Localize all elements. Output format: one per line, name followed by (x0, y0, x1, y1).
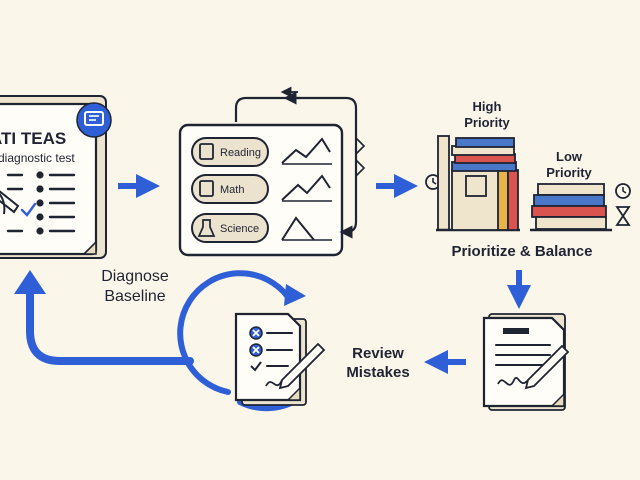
subjects-panel: Reading Math Science (178, 123, 344, 257)
correct-answer-icon (250, 361, 262, 372)
subject-label: Reading (220, 147, 261, 159)
priority-stacks: High Priority Low Priority (425, 99, 631, 260)
pencil-hand-icon (0, 190, 20, 215)
wrong-answer-icon (249, 326, 263, 340)
feedback-loop-arrow (234, 86, 366, 239)
subject-row-math: Math (191, 174, 332, 204)
pen-icon (278, 342, 326, 390)
subject-label: Math (220, 184, 244, 196)
signature-squiggle (497, 377, 529, 386)
checklist-lines (6, 171, 76, 235)
subject-label: Science (220, 223, 259, 235)
subject-row-reading: Reading (191, 137, 332, 167)
diagnose-label-line1: Diagnose (101, 268, 169, 285)
high-priority-book-stack (451, 137, 519, 231)
return-arrow-review-to-diagnose (14, 270, 194, 365)
prioritize-label: Prioritize & Balance (452, 243, 593, 260)
high-priority-label-line2: Priority (464, 115, 510, 130)
timer-icon (615, 183, 631, 199)
trend-chart-icon (281, 174, 331, 201)
subject-row-science: Science (191, 213, 332, 243)
diagnose-label-line2: Baseline (104, 288, 165, 305)
low-priority-label-line1: Low (556, 149, 583, 164)
low-priority-label-line2: Priority (546, 165, 592, 180)
high-priority-label-line1: High (473, 99, 502, 114)
review-label-line1: Review (352, 345, 404, 362)
wrong-answer-icon (249, 343, 263, 357)
card-subtitle: diagnostic test (0, 151, 75, 165)
pen-icon (524, 344, 570, 390)
message-badge-icon (76, 102, 112, 138)
graded-test-document (234, 312, 326, 406)
diagnostic-test-card: ATI TEAS diagnostic test (0, 95, 112, 259)
check-mark-icon (20, 202, 37, 217)
hourglass-icon (615, 206, 631, 226)
calculator-icon (199, 180, 214, 197)
flask-icon (197, 219, 216, 237)
review-label-line2: Mistakes (346, 364, 409, 381)
trend-chart-icon (281, 216, 315, 241)
card-title: ATI TEAS (0, 129, 66, 148)
book-icon (199, 143, 214, 160)
low-priority-book-stack (530, 183, 612, 232)
trend-chart-icon (281, 137, 331, 164)
study-notes-document (482, 313, 570, 411)
